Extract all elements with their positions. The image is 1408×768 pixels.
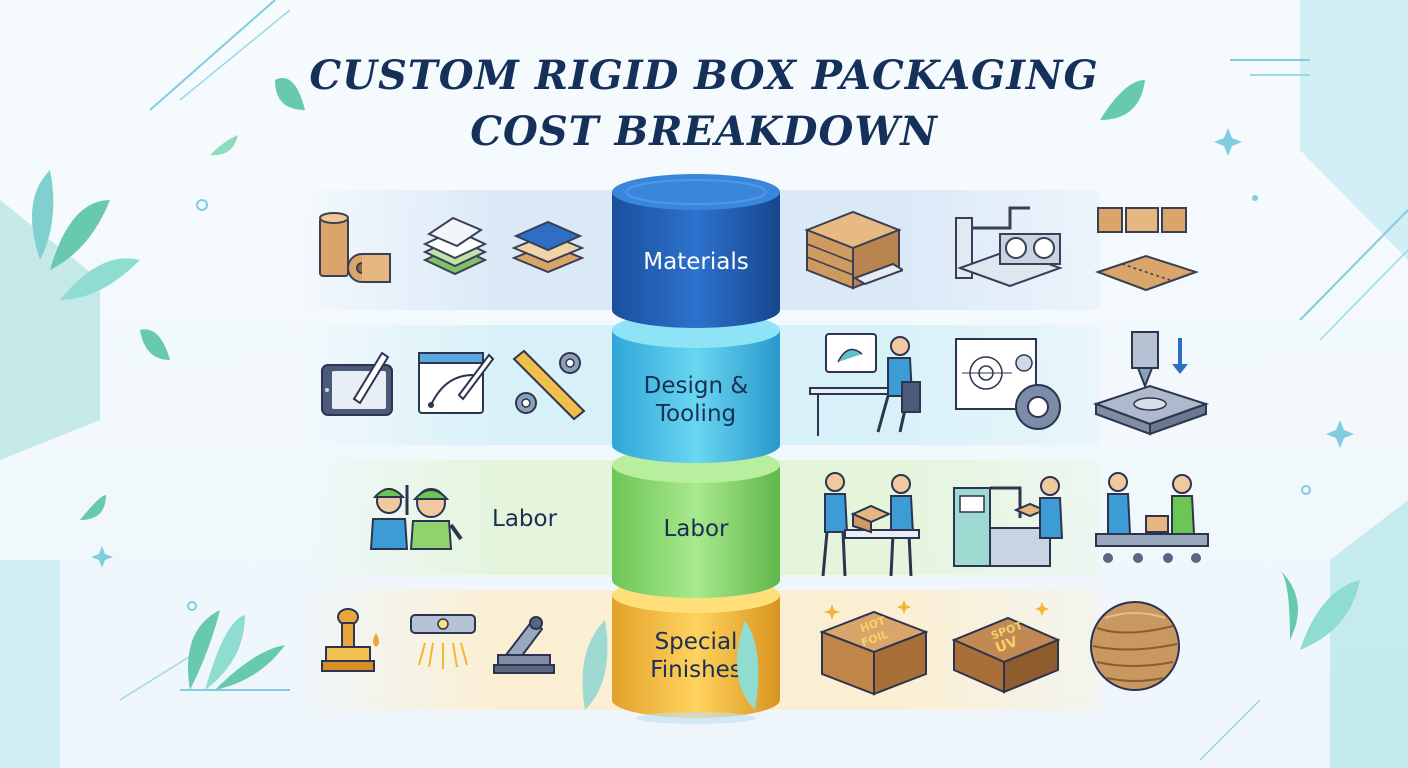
stamp-icon xyxy=(321,608,379,672)
cnc-die-cutter-icon xyxy=(1092,331,1210,436)
tier-label-finishes: Special Finishes xyxy=(650,629,742,683)
leaf-decoration xyxy=(582,620,759,710)
designer-at-computer-icon xyxy=(809,333,921,436)
drawing-tablet-icon xyxy=(321,351,393,416)
tier-label-design: Design & Tooling xyxy=(643,373,749,427)
assembly-line-icon xyxy=(1095,472,1209,563)
packing-workers-icon xyxy=(821,472,920,577)
machine-operator-icon xyxy=(953,476,1064,567)
hot-foil-box-icon: HOT FOIL xyxy=(819,600,928,696)
labor-side-label: Labor xyxy=(492,506,558,532)
workers-tools-icon xyxy=(369,485,463,550)
wood-texture-icon xyxy=(1090,601,1180,691)
uv-lamp-icon xyxy=(410,614,476,669)
embosser-icon xyxy=(493,616,555,674)
spot-uv-box-icon: SPOT UV xyxy=(951,602,1060,694)
paper-factory-icon xyxy=(955,206,1063,288)
blueprint-gear-icon xyxy=(955,338,1061,430)
page-title: CUSTOM RIGID BOX PACKAGING COST BREAKDOW… xyxy=(0,48,1408,160)
fabric-swatch-icon xyxy=(511,220,585,274)
tier-label-labor: Labor xyxy=(663,516,729,542)
vector-design-icon xyxy=(418,352,495,414)
cardboard-stack-icon xyxy=(804,210,903,290)
ruler-gears-icon xyxy=(512,349,586,421)
cylinder-tier-materials xyxy=(612,174,780,328)
title-line-1: CUSTOM RIGID BOX PACKAGING xyxy=(309,52,1099,99)
tier-label-materials: Materials xyxy=(643,249,749,275)
paper-layers-icon xyxy=(422,216,488,276)
box-dieline-icon xyxy=(1095,207,1200,292)
paper-roll-icon xyxy=(319,212,391,283)
cost-cylinder-stack xyxy=(612,174,780,724)
spot-uv-text-2: UV xyxy=(993,634,1019,657)
title-line-2: COST BREAKDOWN xyxy=(470,108,938,155)
